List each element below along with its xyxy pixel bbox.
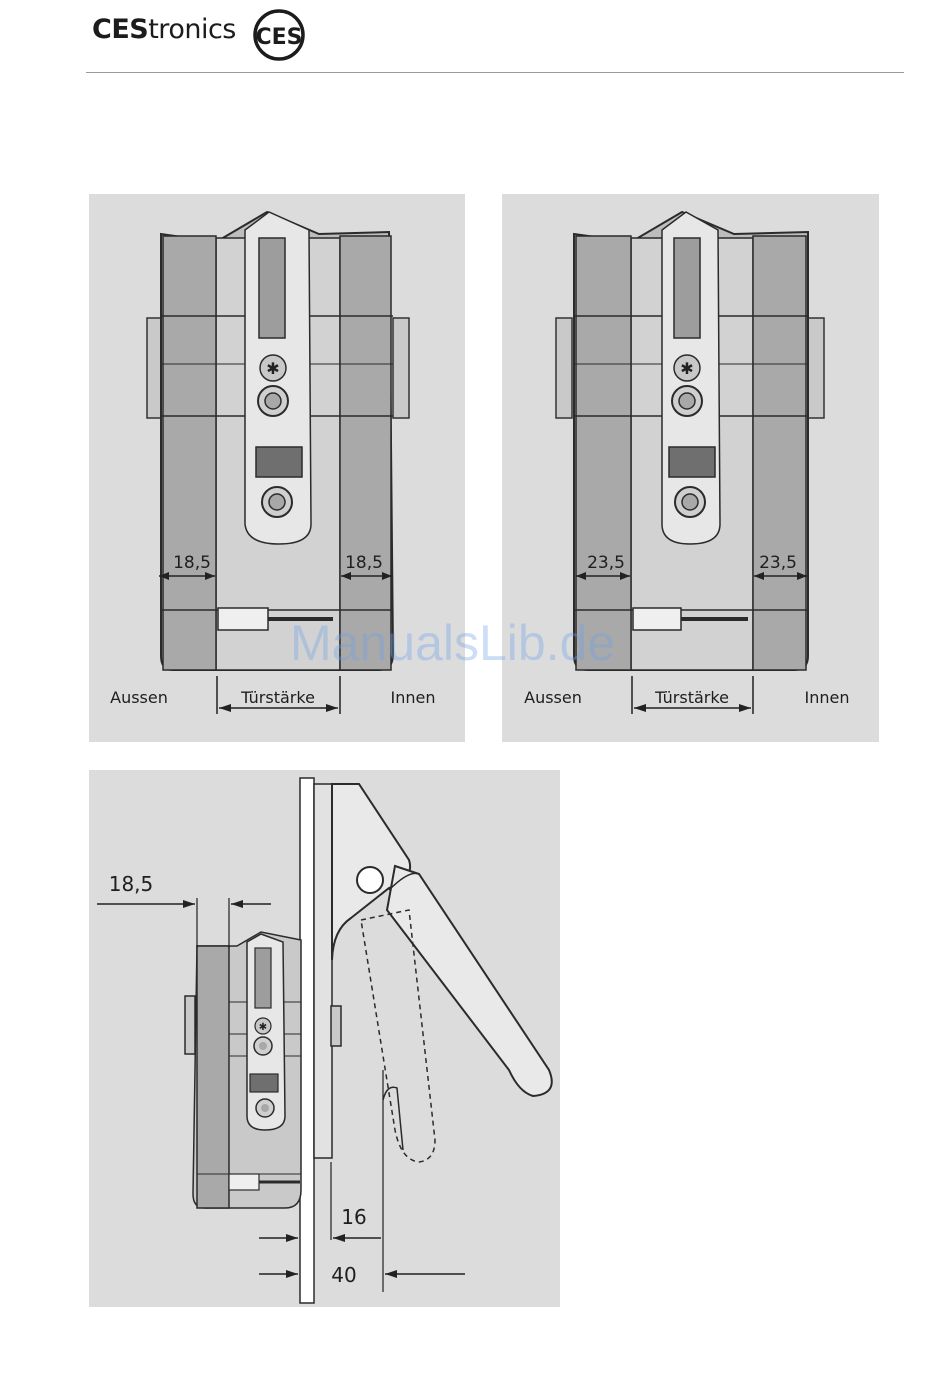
label-outside: Aussen <box>110 688 168 707</box>
svg-text:✱: ✱ <box>259 1022 267 1033</box>
dim-outer-shield: 18,5 <box>173 553 211 573</box>
logo-text: CES <box>255 25 302 50</box>
svg-text:✱: ✱ <box>680 359 693 378</box>
figure-side-view: ✱ 18,5 16 40 <box>89 770 560 1307</box>
ces-logo-icon: CES <box>252 8 306 62</box>
side-view-drawing: ✱ 18,5 16 40 <box>89 770 560 1307</box>
dim-lever-clearance: 40 <box>331 1263 356 1287</box>
label-door-thickness: Türstärke <box>654 688 729 707</box>
brand-bold: CES <box>92 14 148 45</box>
dim-plate-offset: 16 <box>341 1205 366 1229</box>
label-inside: Innen <box>805 688 850 707</box>
brand-name: CEStronics <box>92 14 236 45</box>
dim-inner-shield: 18,5 <box>345 553 383 573</box>
brand-light: tronics <box>148 14 236 45</box>
dim-shield-depth: 18,5 <box>109 872 154 896</box>
svg-text:✱: ✱ <box>266 359 279 378</box>
label-inside: Innen <box>391 688 436 707</box>
label-outside: Aussen <box>524 688 582 707</box>
watermark: ManualsLib.de <box>290 614 615 672</box>
page-header: CEStronics CES <box>0 0 950 80</box>
label-door-thickness: Türstärke <box>240 688 315 707</box>
dim-inner-shield: 23,5 <box>759 553 797 573</box>
header-divider <box>86 72 904 73</box>
dim-outer-shield: 23,5 <box>587 553 625 573</box>
